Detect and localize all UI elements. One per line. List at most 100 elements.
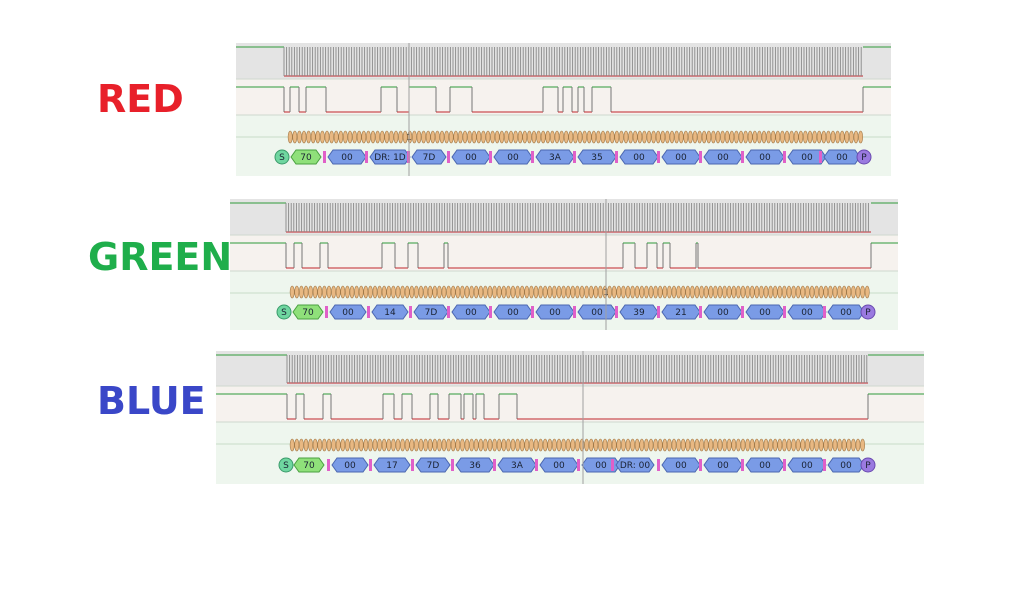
bit-oval — [607, 285, 612, 299]
bit-oval — [763, 285, 769, 299]
data-byte-text: 00 — [759, 308, 771, 318]
bit-oval — [547, 285, 553, 299]
address-byte-text: 70 — [303, 461, 315, 471]
bit-oval — [289, 438, 295, 452]
bit-oval — [365, 130, 371, 144]
bit-oval — [662, 285, 668, 299]
data-byte-shape — [415, 457, 451, 473]
bit-oval — [411, 130, 417, 144]
bit-oval — [826, 130, 831, 144]
bit-oval — [329, 130, 334, 144]
bit-oval — [375, 130, 380, 144]
bit-oval — [317, 438, 323, 452]
bit-oval — [712, 285, 718, 299]
bit-oval — [835, 130, 840, 144]
stop-condition — [856, 149, 872, 165]
bit-oval — [386, 285, 392, 299]
data-byte-text: 00 — [591, 308, 603, 318]
stop-condition-text: P — [865, 461, 871, 471]
bit-oval — [340, 285, 346, 299]
bit-oval — [572, 130, 578, 144]
bit-oval — [685, 438, 691, 452]
bit-oval — [749, 285, 755, 299]
bit-oval — [823, 438, 829, 452]
bit-oval — [436, 285, 442, 299]
bit-oval — [611, 285, 617, 299]
bit-oval — [777, 438, 783, 452]
bit-oval — [846, 285, 852, 299]
bit-oval — [678, 130, 684, 144]
start-condition — [276, 304, 292, 320]
bit-oval — [858, 130, 863, 144]
bit-oval — [441, 438, 447, 452]
decode-row-bg — [236, 115, 891, 176]
ack-marker — [657, 306, 660, 318]
bit-oval — [434, 130, 440, 144]
bit-oval — [485, 130, 491, 144]
bit-oval — [370, 130, 376, 144]
bit-oval — [344, 438, 350, 452]
bit-oval — [331, 285, 336, 299]
bit-oval — [287, 130, 293, 144]
bit-oval — [745, 438, 750, 452]
bit-oval — [611, 438, 617, 452]
ack-marker — [409, 306, 412, 318]
bit-oval — [448, 130, 454, 144]
bit-oval — [666, 285, 672, 299]
bit-oval — [310, 130, 316, 144]
bit-oval — [450, 285, 456, 299]
data-byte-text: 00 — [342, 308, 354, 318]
bit-markers — [289, 438, 865, 452]
bit-oval — [685, 285, 691, 299]
bit-oval — [492, 285, 497, 299]
data-byte-text: 00 — [836, 153, 848, 163]
bit-oval — [400, 438, 405, 452]
bit-oval — [791, 438, 796, 452]
ack-marker — [531, 306, 534, 318]
bit-oval — [315, 130, 321, 144]
bit-oval — [731, 438, 737, 452]
bit-oval — [851, 438, 856, 452]
bit-oval — [620, 438, 626, 452]
bit-oval — [358, 285, 364, 299]
bit-oval — [413, 285, 419, 299]
bit-oval — [768, 438, 773, 452]
bit-oval — [372, 285, 378, 299]
bit-oval — [680, 438, 686, 452]
bit-oval — [352, 130, 357, 144]
bit-oval — [455, 285, 461, 299]
bit-oval — [386, 438, 392, 452]
scl-trace — [216, 354, 924, 384]
ack-marker — [783, 306, 786, 318]
bit-oval — [299, 438, 304, 452]
bit-oval — [657, 438, 663, 452]
bit-oval — [625, 285, 631, 299]
bit-oval — [418, 438, 424, 452]
bit-oval — [473, 285, 479, 299]
data-byte-text: 3A — [511, 461, 524, 471]
bit-oval — [505, 285, 511, 299]
bit-oval — [625, 438, 631, 452]
bit-oval — [308, 285, 313, 299]
bit-oval — [427, 285, 433, 299]
bit-oval — [591, 130, 597, 144]
bit-oval — [377, 438, 382, 452]
bit-oval — [584, 438, 589, 452]
ack-marker — [611, 459, 614, 471]
bit-oval — [476, 130, 482, 144]
bit-oval — [841, 285, 847, 299]
bit-oval — [367, 285, 373, 299]
bit-oval — [674, 130, 679, 144]
data-byte-shape — [371, 304, 409, 320]
bit-oval — [814, 438, 819, 452]
bit-oval — [515, 285, 520, 299]
bit-oval — [568, 130, 574, 144]
bit-oval — [637, 130, 643, 144]
bit-oval — [722, 438, 727, 452]
bit-oval — [793, 130, 799, 144]
bit-oval — [416, 130, 422, 144]
bit-oval — [809, 438, 815, 452]
bit-oval — [676, 438, 681, 452]
bit-oval — [482, 438, 488, 452]
